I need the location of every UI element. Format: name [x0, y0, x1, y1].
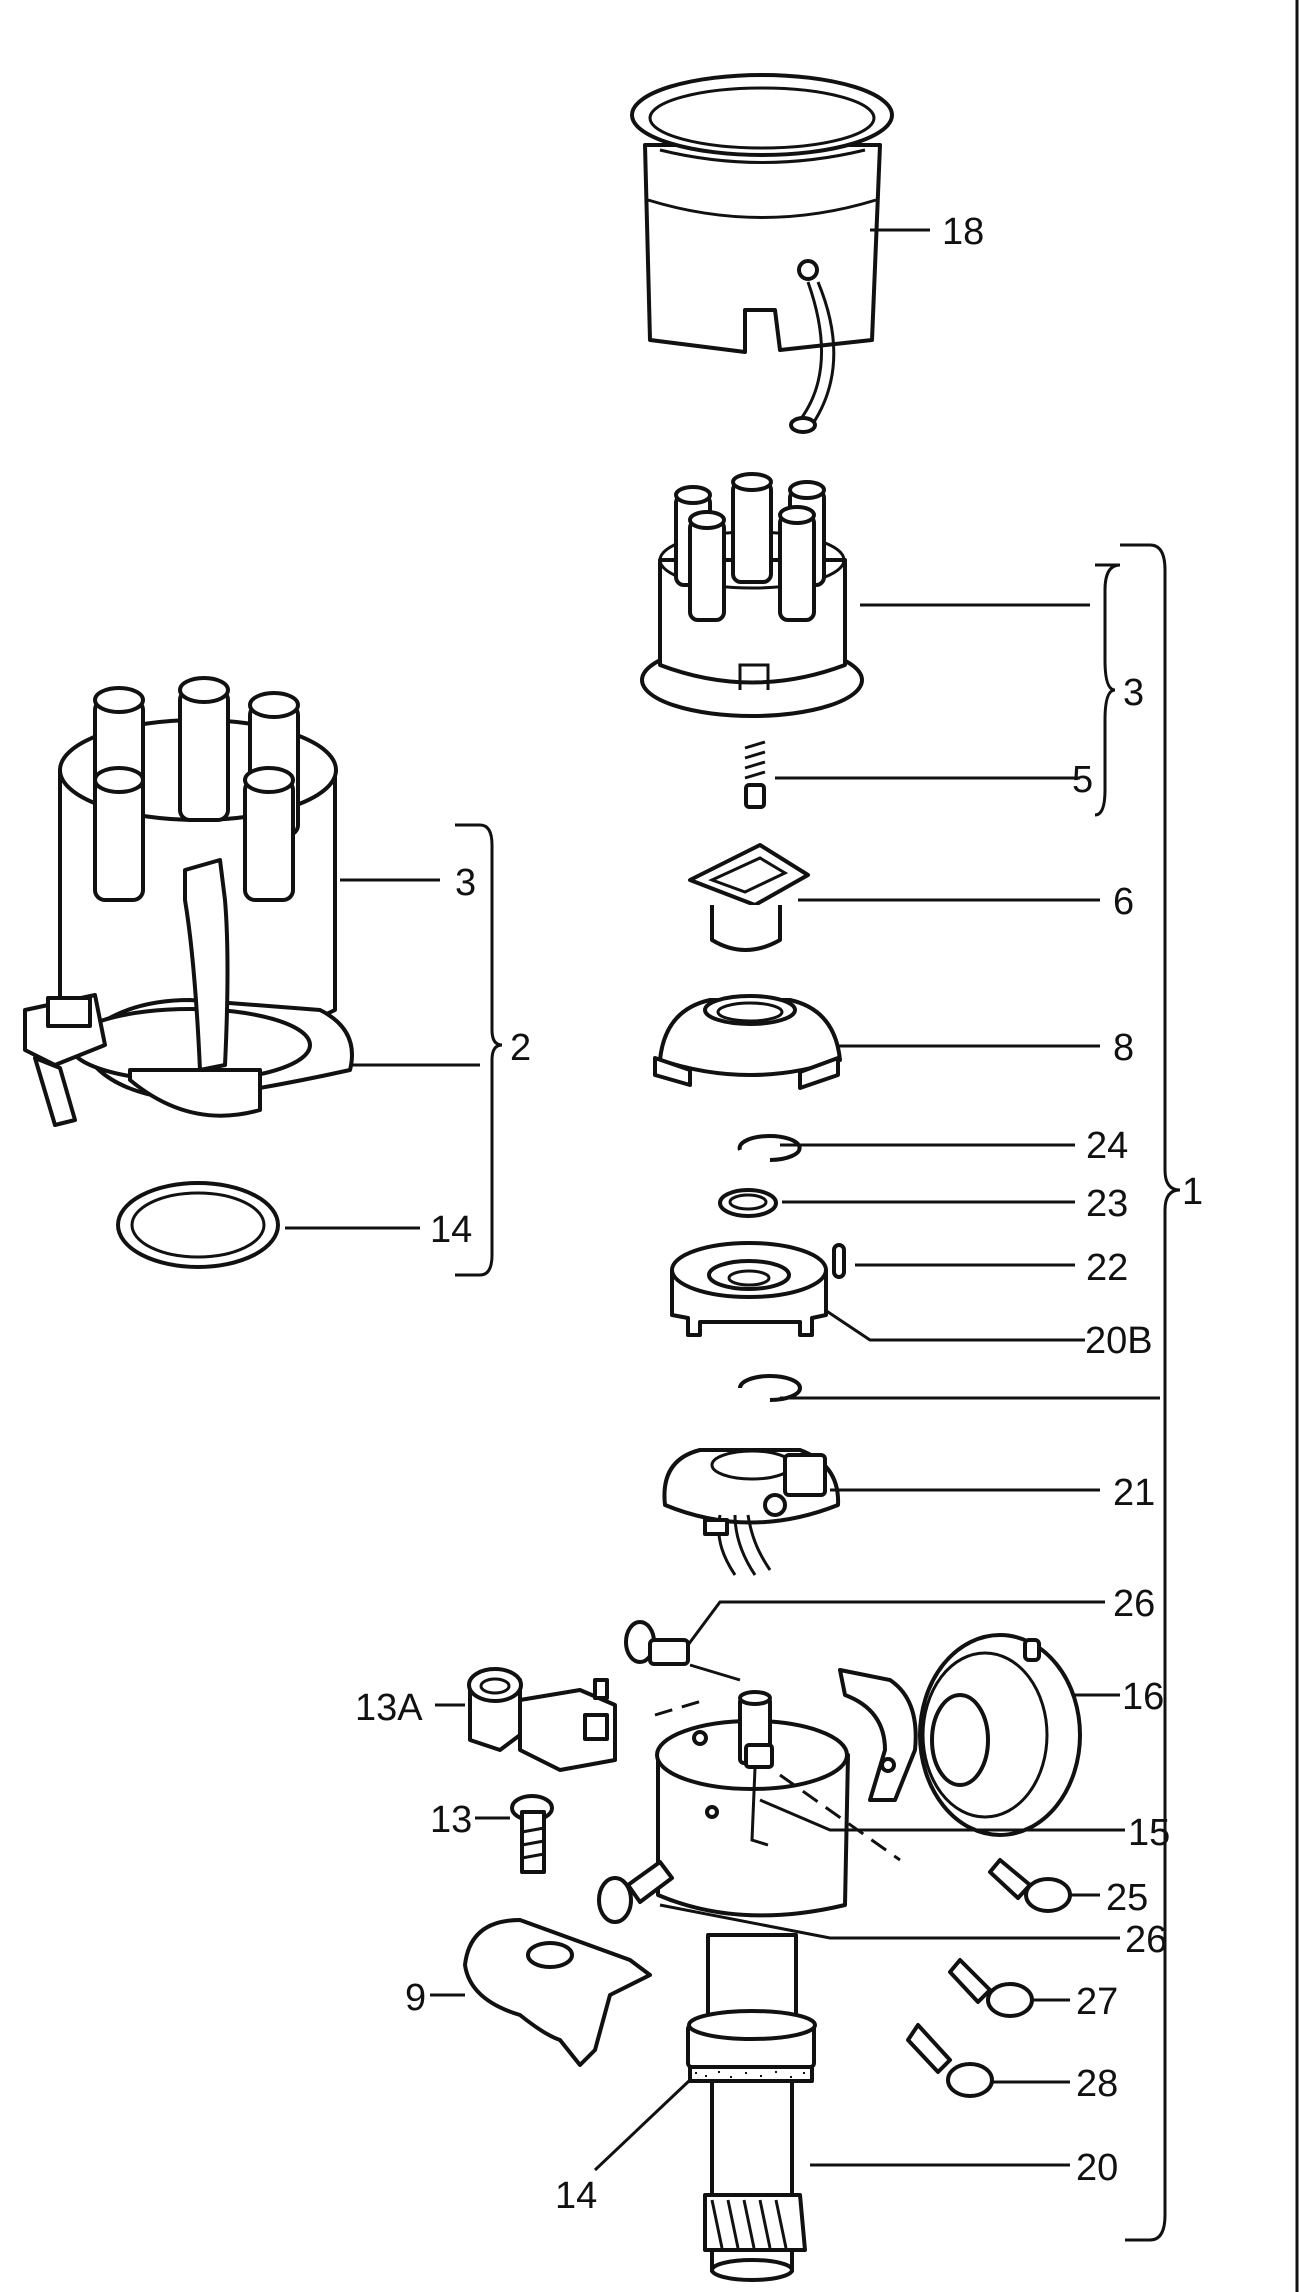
label-20: 20 — [1076, 2147, 1118, 2189]
part-20b-housing-top — [670, 1241, 828, 1337]
label-14-left: 14 — [430, 1209, 472, 1251]
label-15: 15 — [1128, 1812, 1170, 1854]
label-26-upper: 26 — [1113, 1583, 1155, 1625]
part-21-hall-sender — [662, 1448, 841, 1576]
part-13a-connector — [467, 1667, 617, 1772]
brace-2-left — [455, 823, 503, 1277]
part-14-oring-left — [116, 1181, 280, 1269]
part-13-bolt — [510, 1794, 554, 1874]
label-3-left: 3 — [455, 862, 476, 904]
part-28-screw — [906, 2023, 994, 2098]
label-22: 22 — [1086, 1247, 1128, 1289]
part-25-screw — [988, 1858, 1072, 1913]
part-5-carbon-brush — [744, 740, 766, 809]
part-3-distributor-cap-right — [640, 472, 864, 718]
label-14-lower: 14 — [555, 2175, 597, 2217]
label-1: 1 — [1182, 1171, 1203, 1213]
label-25: 25 — [1106, 1877, 1148, 1919]
label-13a: 13A — [355, 1687, 423, 1729]
leader-lines — [285, 228, 1160, 2172]
part-23-bearing-ring — [718, 1188, 778, 1218]
part-22-pin — [832, 1243, 846, 1279]
part-18-cap — [630, 73, 894, 434]
part-circlip-lower — [738, 1374, 802, 1402]
part-8-dust-shield — [653, 994, 842, 1090]
label-28: 28 — [1076, 2063, 1118, 2105]
part-16-vacuum-unit — [838, 1633, 1082, 1837]
label-2: 2 — [510, 1027, 531, 1069]
label-18: 18 — [942, 211, 984, 253]
part-26-screw-upper — [624, 1620, 690, 1666]
label-23: 23 — [1086, 1183, 1128, 1225]
label-6: 6 — [1113, 881, 1134, 923]
distributor-housing — [655, 1690, 850, 2282]
part-9-clamp — [463, 1918, 652, 2067]
label-3-right: 3 — [1123, 672, 1144, 714]
brace-1 — [1120, 543, 1181, 2242]
label-27: 27 — [1076, 1981, 1118, 2023]
part-2-cap-assembly-left — [23, 676, 354, 1127]
label-13: 13 — [430, 1799, 472, 1841]
label-9: 9 — [405, 1977, 426, 2019]
label-24: 24 — [1086, 1125, 1128, 1167]
brace-3-right — [1094, 563, 1121, 817]
label-16: 16 — [1122, 1676, 1164, 1718]
label-26-lower: 26 — [1125, 1919, 1167, 1961]
label-20b: 20B — [1085, 1320, 1153, 1362]
part-27-screw — [948, 1958, 1034, 2018]
part-24-circlip — [737, 1134, 802, 1162]
label-8: 8 — [1113, 1027, 1134, 1069]
part-26-screw-lower — [597, 1860, 674, 1924]
part-6-rotor — [688, 843, 810, 952]
label-21: 21 — [1113, 1472, 1155, 1514]
label-5: 5 — [1072, 759, 1093, 801]
